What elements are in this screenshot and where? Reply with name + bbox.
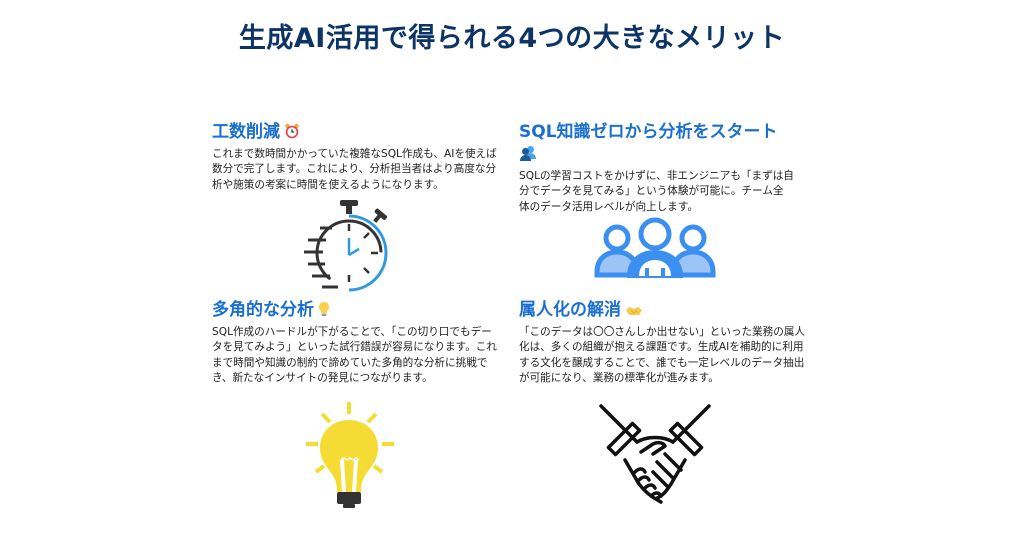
alarm-clock-icon [284, 123, 300, 145]
lightbulb-icon [300, 400, 400, 514]
handshake-icon [625, 301, 643, 323]
benefit-heading: 属人化の解消 [519, 299, 809, 323]
benefit-body: 「このデータは〇〇さんしか出せない」といった業務の属人化は、多くの組織が抱える課… [519, 326, 806, 384]
team-icon [593, 214, 717, 284]
benefit-card-no-sql-knowledge: SQL知識ゼロから分析をスタート SQLの学習コストをかけずに、非エンジニアも「… [519, 121, 794, 215]
page-title: 生成AI活用で得られる4つの大きなメリット [238, 23, 786, 54]
benefit-card-eliminate-dependency: 属人化の解消 「このデータは〇〇さんしか出せない」といった業務の属人化は、多くの… [519, 299, 809, 386]
benefit-body: SQL作成のハードルが下がることで、「この切り口でもデータを見てみよう」といった… [212, 326, 497, 384]
benefit-heading: 多角的な分析 [212, 299, 502, 323]
benefit-card-time-saving: 工数削減 これまで数時間かかっていた複雑なSQL作成も、AIを使えば数分で完了し… [212, 121, 502, 193]
benefit-heading: 工数削減 [212, 121, 502, 145]
benefit-heading: SQL知識ゼロから分析をスタート [519, 121, 794, 167]
benefit-body: これまで数時間かかっていた複雑なSQL作成も、AIを使えば数分で完了します。これ… [212, 148, 497, 191]
handshake-icon [597, 400, 713, 516]
light-bulb-icon [318, 301, 330, 323]
stopwatch-icon [296, 198, 392, 298]
people-icon [519, 145, 537, 167]
benefit-body: SQLの学習コストをかけずに、非エンジニアも「まずは自分でデータを見てみる」とい… [519, 170, 794, 213]
benefit-card-multi-angle-analysis: 多角的な分析 SQL作成のハードルが下がることで、「この切り口でもデータを見てみ… [212, 299, 502, 386]
